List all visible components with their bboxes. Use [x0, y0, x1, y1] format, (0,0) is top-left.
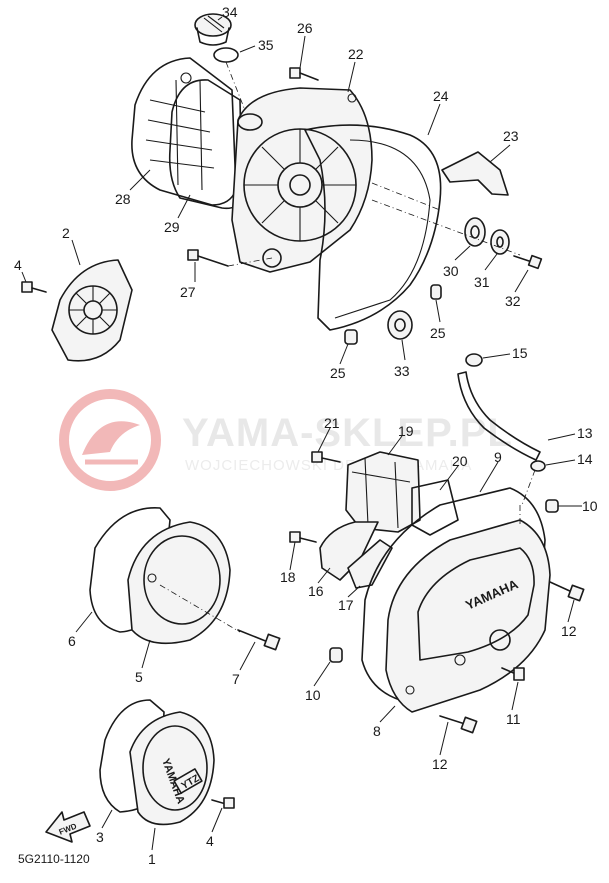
callout-21: 21	[324, 415, 340, 431]
hose-clamp-lower	[530, 460, 546, 472]
dowel-pin-upper	[430, 284, 442, 300]
side-cover-2	[51, 259, 133, 362]
callout-25-upper: 25	[430, 325, 446, 341]
oil-filler-cap	[194, 13, 232, 46]
shaft-seal	[387, 310, 413, 340]
yama-sklep-logo-watermark	[59, 389, 161, 491]
callout-labels: 34 35 26 22 24 23 28 29 2 4 27 30 31 32 …	[14, 4, 598, 867]
bolt-11	[501, 667, 525, 681]
cover-bolt-32	[513, 254, 543, 270]
bolt-7	[237, 629, 281, 651]
dowel-pin-lower	[344, 329, 358, 345]
screw-4-lower	[211, 797, 235, 809]
dowel-10-left	[329, 647, 343, 663]
callout-35: 35	[258, 37, 274, 53]
callout-9: 9	[494, 449, 502, 465]
callout-1: 1	[148, 851, 156, 867]
callout-2: 2	[62, 225, 70, 241]
washer	[490, 229, 510, 255]
callout-16: 16	[308, 583, 324, 599]
callout-25-lower: 25	[330, 365, 346, 381]
callout-33: 33	[394, 363, 410, 379]
watermark: YAMA-SKLEP.PL WOJCIECHOWSKI DEALER YAMAH…	[59, 389, 513, 491]
callout-4-upper: 4	[14, 257, 22, 273]
clutch-cover: YAMAHA	[385, 519, 551, 713]
callout-14: 14	[577, 451, 593, 467]
crankcase-cover-gasket	[168, 79, 243, 210]
callout-24: 24	[433, 88, 449, 104]
callout-17: 17	[338, 597, 354, 613]
callout-5: 5	[135, 669, 143, 685]
fwd-arrow-icon: FWD	[45, 811, 91, 843]
bolt-21	[311, 451, 341, 463]
callout-29: 29	[164, 219, 180, 235]
callout-19: 19	[398, 423, 414, 439]
callout-11: 11	[506, 711, 521, 727]
cover-bolt-27	[187, 249, 229, 267]
callout-26: 26	[297, 20, 313, 36]
callout-18: 18	[280, 569, 296, 585]
watermark-brand: YAMA-SKLEP.PL	[182, 411, 513, 455]
cap-o-ring	[213, 47, 239, 63]
breather-hose	[457, 371, 541, 461]
callout-8: 8	[373, 723, 381, 739]
callout-10-left: 10	[305, 687, 321, 703]
callout-20: 20	[452, 453, 468, 469]
bolt-18	[289, 531, 317, 543]
housing-gasket	[411, 479, 459, 536]
mounting-bracket-2	[347, 539, 393, 589]
callout-32: 32	[505, 293, 521, 309]
callout-30: 30	[443, 263, 459, 279]
dowel-10-right	[545, 499, 559, 513]
callout-10-right: 10	[582, 498, 598, 514]
breather-housing	[345, 451, 421, 533]
diagram-code: 5G2110-1120	[18, 852, 90, 866]
clutch-cover-gasket	[361, 487, 546, 701]
callout-3: 3	[96, 829, 104, 845]
crankcase-cover-plate	[131, 57, 237, 206]
callout-7: 7	[232, 671, 240, 687]
bolt-12-lower	[439, 715, 478, 734]
crankcase-cover	[231, 87, 373, 273]
oil-seal	[464, 217, 486, 247]
generator-cover	[127, 521, 231, 645]
cover-bolt-26	[289, 67, 319, 81]
callout-22: 22	[348, 46, 364, 62]
callout-23: 23	[503, 128, 519, 144]
small-cover: YAMAHA YTZ	[129, 711, 215, 826]
leader-lines	[21, 16, 582, 851]
screw-4-upper	[21, 281, 47, 293]
callout-13: 13	[577, 425, 593, 441]
callout-12-lower: 12	[432, 756, 448, 772]
callout-27: 27	[180, 284, 196, 300]
crankcase-cover-gasket-large	[304, 124, 442, 331]
callout-34: 34	[222, 4, 238, 20]
callout-4-lower: 4	[206, 833, 214, 849]
bolt-12-right	[549, 581, 585, 602]
callout-6: 6	[68, 633, 76, 649]
callout-31: 31	[474, 274, 490, 290]
callout-15: 15	[512, 345, 528, 361]
hose-clamp	[465, 353, 483, 367]
cover-bracket	[441, 151, 509, 196]
callout-28: 28	[115, 191, 131, 207]
callout-12-right: 12	[561, 623, 577, 639]
